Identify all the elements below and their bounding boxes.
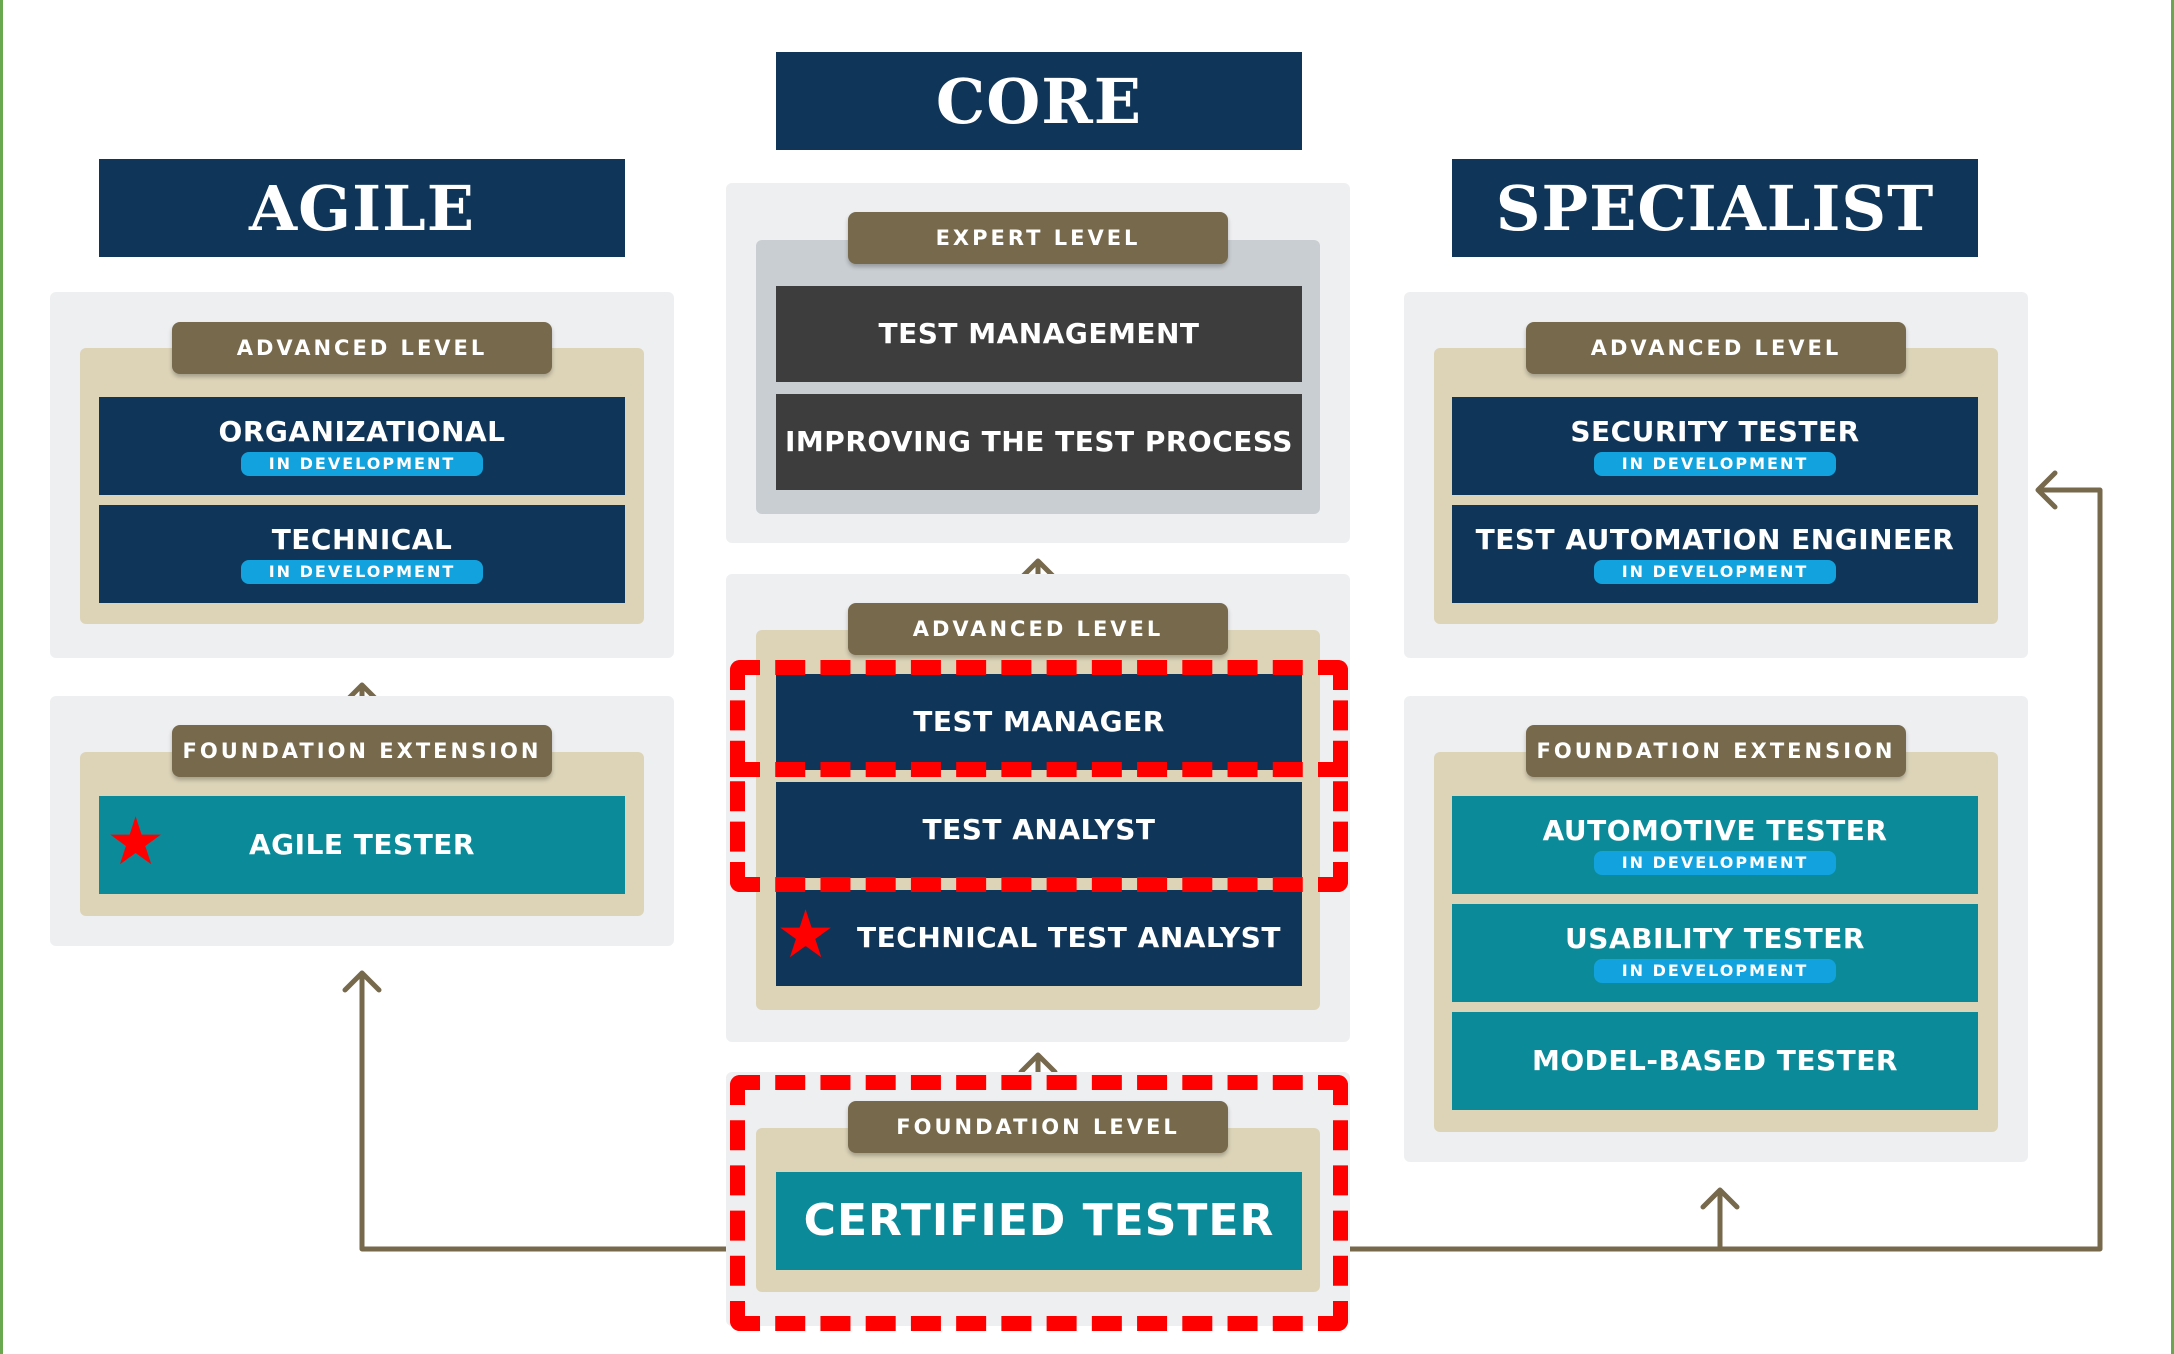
connector-agile-fe	[359, 972, 731, 1252]
specialist-title: SPECIALIST	[1452, 159, 1978, 257]
technical-box[interactable]: TECHNICAL IN DEVELOPMENT	[99, 505, 625, 603]
test-management-label: TEST MANAGEMENT	[878, 316, 1200, 350]
technical-test-analyst-label: TECHNICAL TEST ANALYST	[857, 920, 1281, 954]
arrowhead-core-adv	[1018, 1052, 1058, 1075]
in-development-badge: IN DEVELOPMENT	[1593, 851, 1837, 876]
test-management-box[interactable]: TEST MANAGEMENT	[776, 286, 1302, 382]
technical-label: TECHNICAL	[271, 522, 453, 556]
star-icon: ★	[776, 896, 836, 973]
core-title: CORE	[776, 52, 1302, 150]
model-based-tester-label: MODEL-BASED TESTER	[1532, 1043, 1898, 1077]
arrowhead-agile-fe	[342, 970, 382, 993]
test-analyst-box[interactable]: TEST ANALYST	[776, 782, 1302, 878]
usability-tester-box[interactable]: USABILITY TESTER IN DEVELOPMENT	[1452, 904, 1978, 1002]
test-automation-engineer-label: TEST AUTOMATION ENGINEER	[1475, 522, 1955, 556]
test-manager-box[interactable]: TEST MANAGER	[776, 674, 1302, 770]
left-border	[0, 0, 3, 1354]
in-development-badge: IN DEVELOPMENT	[240, 560, 484, 585]
specialist-fe-tab: FOUNDATION EXTENSION	[1526, 725, 1906, 777]
in-development-badge: IN DEVELOPMENT	[240, 452, 484, 477]
in-development-badge: IN DEVELOPMENT	[1593, 560, 1837, 585]
security-tester-box[interactable]: SECURITY TESTER IN DEVELOPMENT	[1452, 397, 1978, 495]
automotive-tester-label: AUTOMOTIVE TESTER	[1542, 813, 1888, 847]
agile-tester-box[interactable]: AGILE TESTER	[99, 796, 625, 894]
test-automation-engineer-box[interactable]: TEST AUTOMATION ENGINEER IN DEVELOPMENT	[1452, 505, 1978, 603]
in-development-badge: IN DEVELOPMENT	[1593, 452, 1837, 477]
model-based-tester-box[interactable]: MODEL-BASED TESTER	[1452, 1012, 1978, 1110]
improving-test-process-label: IMPROVING THE TEST PROCESS	[785, 424, 1293, 458]
certified-tester-box[interactable]: CERTIFIED TESTER	[776, 1172, 1302, 1270]
organizational-label: ORGANIZATIONAL	[218, 414, 506, 448]
arrowhead-specialist-fe	[1700, 1187, 1740, 1210]
automotive-tester-box[interactable]: AUTOMOTIVE TESTER IN DEVELOPMENT	[1452, 796, 1978, 894]
agile-tester-label: AGILE TESTER	[249, 827, 475, 861]
highlight-foundation	[730, 1075, 1348, 1331]
agile-title: AGILE	[99, 159, 625, 257]
right-border	[2171, 0, 2174, 1354]
in-development-badge: IN DEVELOPMENT	[1593, 959, 1837, 984]
star-icon: ★	[106, 803, 166, 880]
highlight-advanced-boxes	[730, 660, 1348, 892]
improving-test-process-box[interactable]: IMPROVING THE TEST PROCESS	[776, 394, 1302, 490]
test-manager-label: TEST MANAGER	[913, 704, 1165, 738]
agile-advanced-tab: ADVANCED LEVEL	[172, 322, 552, 374]
usability-tester-label: USABILITY TESTER	[1565, 921, 1865, 955]
security-tester-label: SECURITY TESTER	[1570, 414, 1860, 448]
arrowhead-specialist-adv	[2035, 470, 2058, 510]
connector-specialist-adv	[1347, 487, 2103, 1252]
test-analyst-label: TEST ANALYST	[922, 812, 1156, 846]
highlight-divider	[730, 762, 1348, 777]
core-expert-tab: EXPERT LEVEL	[848, 212, 1228, 264]
agile-fe-tab: FOUNDATION EXTENSION	[172, 725, 552, 777]
core-advanced-tab: ADVANCED LEVEL	[848, 603, 1228, 655]
specialist-advanced-tab: ADVANCED LEVEL	[1526, 322, 1906, 374]
certified-tester-label: CERTIFIED TESTER	[803, 1194, 1275, 1246]
organizational-box[interactable]: ORGANIZATIONAL IN DEVELOPMENT	[99, 397, 625, 495]
arrowhead-core-expert	[1018, 558, 1058, 581]
core-foundation-tab: FOUNDATION LEVEL	[848, 1101, 1228, 1153]
technical-test-analyst-box[interactable]: TECHNICAL TEST ANALYST	[776, 890, 1302, 986]
